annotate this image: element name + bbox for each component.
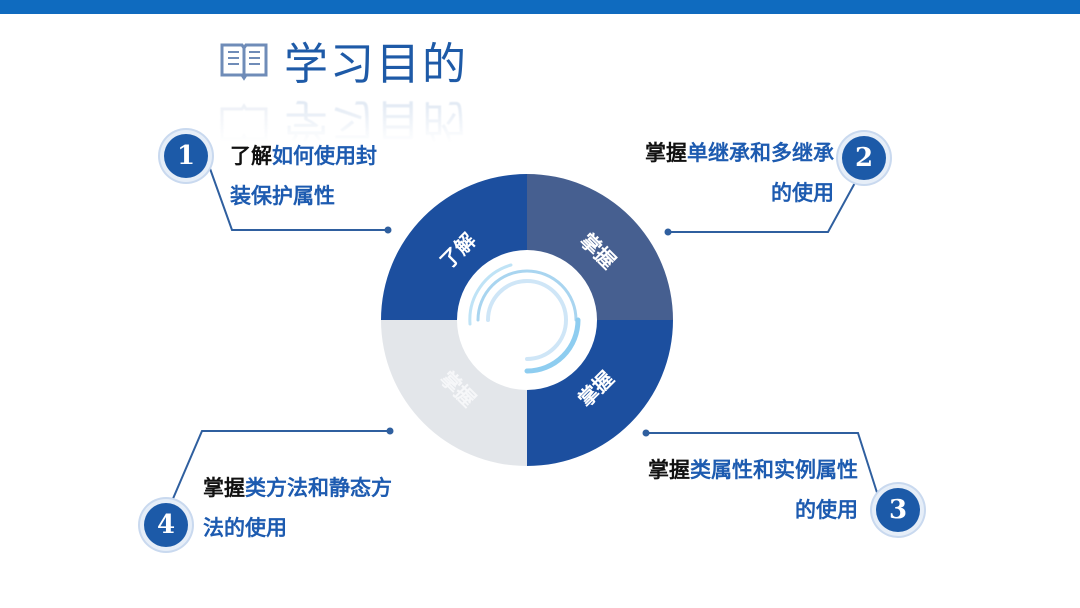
top-bar	[0, 0, 1080, 14]
objective-4-text-line1: 类方法和静态方	[245, 476, 392, 500]
title-text: 学习目的	[284, 39, 468, 90]
connector-dot-1	[384, 226, 392, 234]
ring-segment-2	[527, 174, 673, 320]
page-title: 学习目的	[218, 30, 468, 90]
number-badge-2: 2	[842, 136, 886, 180]
objective-2: 掌握单继承和多继承 的使用	[645, 133, 834, 213]
objective-4: 掌握类方法和静态方 法的使用	[203, 468, 392, 548]
objective-2-text-line1: 单继承和多继承	[687, 141, 834, 165]
inner-arcs-decoration	[468, 263, 581, 374]
objective-3-text-line2: 的使用	[795, 498, 858, 522]
ring-segment-3	[527, 320, 673, 466]
connector-3	[646, 432, 881, 503]
objective-4-text-line2: 法的使用	[203, 516, 287, 540]
objective-3: 掌握类属性和实例属性 的使用	[648, 450, 858, 530]
objective-3-verb: 掌握	[648, 458, 690, 482]
book-icon	[220, 43, 268, 81]
ring-segment-1	[381, 174, 527, 320]
title-reflection: 学习目的	[218, 92, 468, 156]
number-badge-1: 1	[164, 134, 208, 178]
connector-1	[207, 162, 388, 231]
ring-segment-4	[381, 320, 527, 466]
objective-1-verb: 了解	[230, 144, 272, 168]
objective-2-verb: 掌握	[645, 141, 687, 165]
objective-3-text-line1: 类属性和实例属性	[690, 458, 858, 482]
objective-1: 了解如何使用封 装保护属性	[230, 136, 377, 216]
connector-dot-4	[386, 427, 394, 435]
connector-4	[165, 430, 390, 516]
objective-1-text-line1: 如何使用封	[272, 144, 377, 168]
number-badge-4: 4	[144, 503, 188, 547]
number-badge-3: 3	[876, 488, 920, 532]
connector-2	[668, 169, 863, 233]
connector-dot-2	[664, 228, 672, 236]
objective-2-text-line2: 的使用	[771, 181, 834, 205]
objective-4-verb: 掌握	[203, 476, 245, 500]
connector-dot-3	[642, 429, 650, 437]
objective-1-text-line2: 装保护属性	[230, 184, 335, 208]
